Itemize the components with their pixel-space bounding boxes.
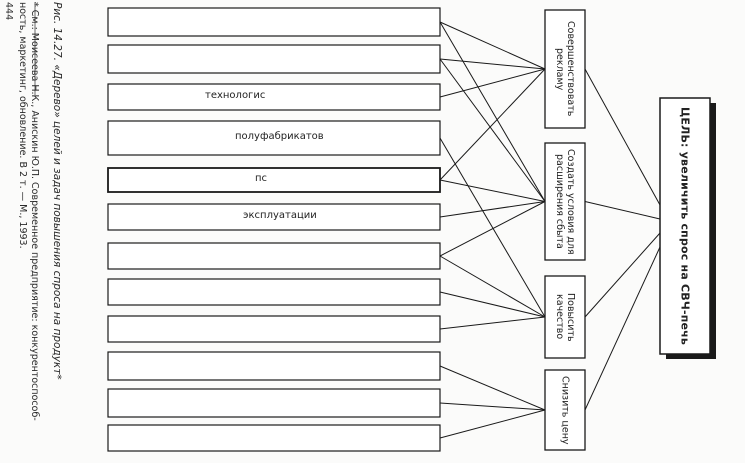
link-line [439,179,546,202]
footnote-line-1: * См.: Моисеева Н.К., Анискин Ю.П. Совре… [29,2,40,421]
task-label: эксплуатации [243,210,317,221]
link-line [439,58,546,202]
link-line [439,68,546,98]
goal-link-line [584,68,661,206]
link-line [439,21,546,70]
link-line [439,316,546,330]
task-label: пс [255,173,268,184]
goal-link-line [584,201,661,220]
task-box [107,351,441,381]
subgoal-label: Снизить цену [559,375,571,445]
task-box [107,83,441,111]
subgoal-box [544,9,586,129]
page-number: 444 [3,2,14,21]
task-box [107,315,441,343]
task-box [107,242,441,270]
goal-link-line [584,246,661,411]
task-box [107,278,441,306]
task-box [107,388,441,418]
link-line [439,58,546,70]
subgoal-label: Создать условия для расширения сбыта [554,148,576,255]
link-line [439,21,546,202]
subgoal-label: Совершенствовать рекламу [554,21,576,117]
link-line [439,365,546,411]
task-box [107,167,441,193]
task-box [107,120,441,156]
footnote-line-2: ность, маркетинг, обновление. В 2 т. — М… [17,2,28,249]
link-line [439,255,546,318]
task-label: полуфабрикатов [235,131,324,142]
goal-box [659,97,711,355]
link-line [439,201,546,218]
task-boxes [107,7,441,452]
connector-lines [439,21,661,439]
subgoal-label: Повысить качество [554,292,576,342]
task-box [107,44,441,74]
subgoal-box [544,142,586,261]
task-box [107,424,441,452]
task-label: технологис [205,90,266,101]
link-line [439,137,546,318]
link-line [439,68,546,181]
goal-label: ЦЕЛЬ: увеличить спрос на СВЧ-печь [678,106,692,346]
task-box [107,203,441,231]
goal-box-group [659,97,716,359]
task-box [107,7,441,37]
link-line [439,201,546,257]
subgoal-box [544,369,586,451]
subgoal-box [544,275,586,359]
link-line [439,402,546,411]
figure-caption: Рис. 14.27. «Дерево» целей и задач повыш… [51,2,63,380]
link-line [439,291,546,318]
goal-link-line [584,232,661,318]
subgoal-boxes [544,9,586,451]
link-line [439,409,546,439]
